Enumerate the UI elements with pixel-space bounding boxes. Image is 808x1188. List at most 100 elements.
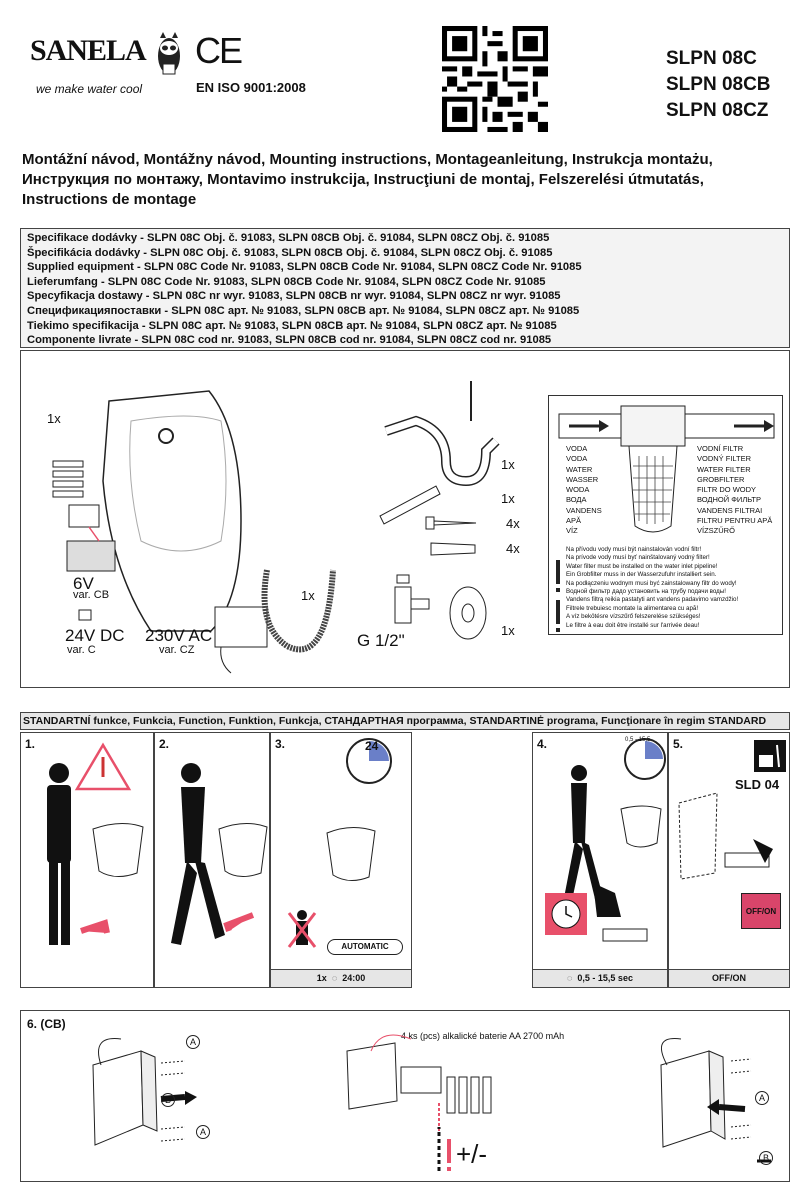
- filter-label: FILTRU PENTRU APĂ: [697, 516, 773, 526]
- water-filter-illustration: [558, 405, 775, 533]
- spec-line: Supplied equipment - SLPN 08C Code Nr. 9…: [27, 261, 582, 274]
- thread-size: G 1/2": [357, 631, 405, 650]
- siphon-qty: 1x: [501, 457, 515, 472]
- voltage-6v: 6V: [73, 574, 94, 593]
- spec-line: Спецификацияпоставки - SLPN 08C арт. № 9…: [27, 304, 580, 317]
- sensor-box-closed-icon: [660, 1038, 771, 1163]
- flush-count: 1x: [316, 973, 327, 983]
- timer-icon: [346, 738, 392, 784]
- urinal-illustration: [102, 390, 242, 632]
- spec-line: Špecifikácia dodávky - SLPN 08C Obj. č. …: [27, 246, 553, 259]
- voltage-24v: 24V DC: [65, 626, 125, 645]
- section-title: 6. (CB): [27, 1017, 66, 1031]
- water-label-list: VODA VODA WATER WASSER WODA ВОДА VANDENS…: [566, 444, 602, 537]
- water-label: ВОДА: [566, 495, 587, 505]
- raccoon-mascot-icon: [158, 32, 180, 75]
- filter-label: FILTR DO WODY: [697, 485, 757, 495]
- polarity-label: +/-: [456, 1139, 488, 1169]
- step-2-panel: 2.: [154, 732, 270, 988]
- spec-line: Tiekimo specifikacija - SLPN 08C арт. № …: [27, 319, 557, 332]
- ce-mark: CE: [195, 30, 243, 71]
- filter-label: GROBFILTER: [697, 474, 745, 484]
- step-number: 5.: [673, 737, 684, 751]
- no-person-icon: [287, 910, 317, 948]
- dowel-icon: [430, 542, 476, 556]
- filter-label: ВОДНОЙ ФИЛЬТР: [697, 495, 761, 505]
- step-number: 1.: [25, 737, 36, 751]
- flush-duration: 0,5 - 15,5 sec: [577, 973, 633, 983]
- water-drop-icon: ◌: [329, 973, 340, 983]
- hose-qty: 1x: [301, 588, 315, 603]
- range-dial-label: 0,5 - 15,5: [625, 737, 651, 743]
- brand-slogan: we make water cool: [36, 82, 143, 96]
- water-label: WATER: [566, 464, 593, 474]
- battery-pack-icon: [52, 460, 116, 572]
- off-on-button: OFF/ON: [741, 893, 781, 929]
- plug-icon: [78, 609, 92, 621]
- flush-interval: 24:00: [342, 973, 366, 983]
- variant-c: var. C: [67, 644, 96, 656]
- spec-line: Specyfikacja dostawy - SLPN 08C nr wyr. …: [27, 290, 561, 303]
- range-dial-icon: [624, 738, 666, 780]
- brand-name: SANELA: [30, 34, 147, 67]
- brand-logo: SANELA: [30, 32, 190, 94]
- filter-label: WATER FILTER: [697, 464, 751, 474]
- spec-line: Componente livrate - SLPN 08C cod nr. 91…: [27, 334, 552, 347]
- urinal-flush-icon: [326, 827, 376, 881]
- filter-label: VANDENS FILTRAI: [697, 505, 763, 515]
- water-label: VODA: [566, 444, 588, 453]
- rosette-qty: 1x: [501, 623, 515, 638]
- angle-valve-icon: [394, 574, 430, 624]
- title-line: Instructions de montage: [22, 191, 197, 208]
- warning-line: A víz bekötésre vízszűrő felszerelése sz…: [566, 613, 701, 621]
- step-1-panel: 1.: [20, 732, 154, 988]
- water-label: VANDENS: [566, 505, 602, 515]
- callout-a: A: [186, 1035, 200, 1049]
- rosette-icon: [449, 586, 487, 640]
- filter-warning-list: Na přívodu vody musí být nainstalován vo…: [566, 546, 776, 630]
- document-title: Montážní návod, Montážny návod, Mounting…: [22, 150, 792, 210]
- step-footer: OFF/ON: [669, 969, 789, 987]
- flexible-hose-icon: [261, 569, 336, 653]
- water-label: APĂ: [566, 516, 582, 526]
- spec-line: Specifikace dodávky - SLPN 08C Obj. č. 9…: [27, 232, 550, 244]
- callout-a: A: [196, 1125, 210, 1139]
- step-4-panel: 4. 0,5 - 15,5 ◌ 0,5 - 15,5 sec: [532, 732, 668, 988]
- warning-line: Filtrele trebuiesc montate la alimentare…: [566, 604, 699, 612]
- water-filter-notice: VODA VODA WATER WASSER WODA ВОДА VANDENS…: [548, 395, 783, 635]
- variant-cz: var. CZ: [159, 644, 195, 656]
- warning-line: Le filtre à eau doit être installé sur l…: [566, 621, 700, 629]
- step-number: 3.: [275, 737, 286, 751]
- step-number: 4.: [537, 737, 548, 751]
- warning-line: Na podłączeniu wodnym musi być zainstalo…: [566, 579, 737, 587]
- filter-label: VÍZSZŰRŐ: [697, 526, 735, 536]
- header: SANELA we make water cool CE EN ISO 9001…: [0, 0, 808, 150]
- filter-label: VODNÍ FILTR: [697, 444, 744, 453]
- person-walking-icon: [171, 763, 268, 945]
- sensor-model: SLD 04: [735, 777, 780, 792]
- timer-value: 24: [365, 739, 379, 753]
- voltage-230v: 230V AC: [145, 626, 213, 645]
- title-line: Инструкция по монтажу, Montavimo instruk…: [22, 171, 704, 188]
- function-section-header: STANDARTNÍ funkce, Funkcia, Function, Fu…: [20, 712, 790, 730]
- battery-variant-section: 6. (CB) A B A 4 ks (pcs) alkalické bater…: [20, 1010, 790, 1182]
- qr-code-icon: [442, 26, 548, 132]
- water-label: WODA: [566, 485, 590, 495]
- water-label: VODA: [566, 454, 588, 464]
- step-3-panel: 3. 24 AUTOMATIC 1x ◌ 24:00: [270, 732, 412, 988]
- callout-b: B: [161, 1093, 175, 1107]
- battery-spec-label: 4 ks (pcs) alkalické baterie AA 2700 mAh: [401, 1031, 565, 1041]
- spec-line: Lieferumfang - SLPN 08C Code Nr. 91083, …: [27, 275, 546, 288]
- screws-qty: 4x: [506, 516, 520, 531]
- model-list: SLPN 08C SLPN 08CB SLPN 08CZ: [666, 46, 786, 124]
- callout-b: B: [759, 1151, 773, 1165]
- specification-box: Specifikace dodávky - SLPN 08C Obj. č. 9…: [20, 228, 790, 348]
- title-line: Montážní návod, Montážny návod, Mounting…: [22, 151, 713, 168]
- filter-label-list: VODNÍ FILTR VODNÝ FILTER WATER FILTER GR…: [697, 444, 772, 537]
- person-standing-icon: [47, 742, 144, 945]
- model-name: SLPN 08C: [666, 48, 757, 69]
- sensor-box-open-icon: [92, 1038, 197, 1146]
- step-footer: ◌ 0,5 - 15,5 sec: [533, 969, 667, 987]
- automatic-badge: AUTOMATIC: [327, 939, 403, 955]
- battery-compartment-icon: [346, 1034, 492, 1171]
